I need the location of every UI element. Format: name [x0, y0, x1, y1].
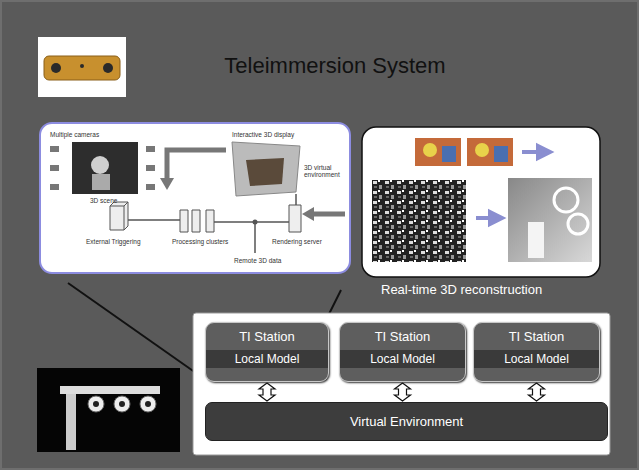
wire	[128, 220, 289, 222]
box-label: TI Station	[340, 323, 465, 345]
leader-line	[68, 283, 206, 380]
camera-icon	[50, 165, 59, 171]
rig-bar	[60, 386, 160, 394]
camera-lens	[51, 63, 61, 73]
wire	[254, 222, 256, 253]
render-box	[289, 205, 301, 232]
camera-icon	[50, 184, 59, 190]
camera-icon	[50, 146, 59, 152]
camera-dot	[80, 64, 84, 68]
image-detail	[494, 146, 508, 162]
display-image	[246, 158, 284, 186]
double-arrow	[259, 383, 275, 401]
model-band: Local Model	[206, 350, 328, 368]
camera-icon	[146, 184, 155, 190]
station-box: TI StationLocal Model	[339, 322, 466, 382]
schematic-panel	[40, 123, 350, 273]
part-label: Processing clusters	[172, 238, 228, 245]
leader-line	[328, 290, 341, 316]
part-label: Multiple cameras	[50, 131, 99, 138]
part-label: Rendering server	[272, 238, 322, 245]
environment-bar: Virtual Environment	[205, 402, 608, 441]
camera-lens	[103, 63, 113, 73]
double-arrow	[395, 383, 411, 401]
title: Teleimmersion System	[150, 53, 520, 79]
stereo-image	[467, 138, 513, 166]
image-detail	[475, 143, 489, 157]
image-detail	[442, 146, 456, 162]
wire	[295, 194, 297, 205]
camera-body	[44, 56, 120, 80]
band-label: Local Model	[340, 350, 465, 368]
caption-label: Real-time 3D reconstruction	[381, 283, 542, 298]
band-label: Local Model	[474, 350, 599, 368]
part-label: External Triggering	[86, 238, 141, 245]
part-label: 3D scene	[90, 197, 117, 204]
disparity-image	[372, 180, 466, 262]
camera-icon	[146, 146, 155, 152]
scene-figure	[91, 156, 109, 174]
feedback-arrow	[167, 150, 226, 180]
display-screen	[232, 142, 300, 196]
station-box: TI StationLocal Model	[473, 322, 600, 382]
part-label: Remote 3D data	[234, 257, 281, 264]
architecture-panel	[193, 313, 610, 455]
rig-photo	[37, 368, 180, 452]
band-label: Local Model	[206, 350, 328, 368]
process-arrow	[522, 146, 550, 158]
station-box: TI StationLocal Model	[205, 322, 329, 382]
depth-ring	[568, 214, 588, 234]
model-band: Local Model	[340, 350, 465, 368]
rig-camera	[88, 396, 104, 412]
rig-lens	[119, 401, 125, 407]
camera-photo	[38, 37, 126, 97]
scene-photo	[72, 142, 138, 194]
arrowhead	[302, 207, 314, 221]
box-label: TI Station	[206, 323, 328, 345]
image-detail	[423, 143, 437, 157]
stereo-image	[415, 138, 461, 166]
cluster-boxes	[180, 210, 214, 232]
part-label: Interactive 3D display	[232, 131, 294, 138]
box-label: TI Station	[474, 323, 599, 345]
part-label: 3D virtual environment	[304, 164, 346, 179]
box-label: Virtual Environment	[350, 414, 463, 430]
arrowhead	[160, 178, 174, 190]
scene-figure	[92, 174, 110, 190]
reconstruction-panel	[362, 127, 600, 277]
rig-lens	[93, 401, 99, 407]
camera-icon	[146, 165, 155, 171]
rig-camera	[114, 396, 130, 412]
rig-camera	[140, 396, 156, 412]
input-arrow	[312, 212, 345, 217]
depth-ring	[554, 188, 578, 212]
depth-figure	[528, 222, 544, 258]
double-arrow	[529, 383, 545, 401]
rig-lens	[145, 401, 151, 407]
process-arrow	[476, 212, 502, 224]
rig-post	[66, 394, 76, 450]
model-band: Local Model	[474, 350, 599, 368]
trigger-box	[110, 202, 128, 230]
depth-image	[508, 178, 592, 262]
